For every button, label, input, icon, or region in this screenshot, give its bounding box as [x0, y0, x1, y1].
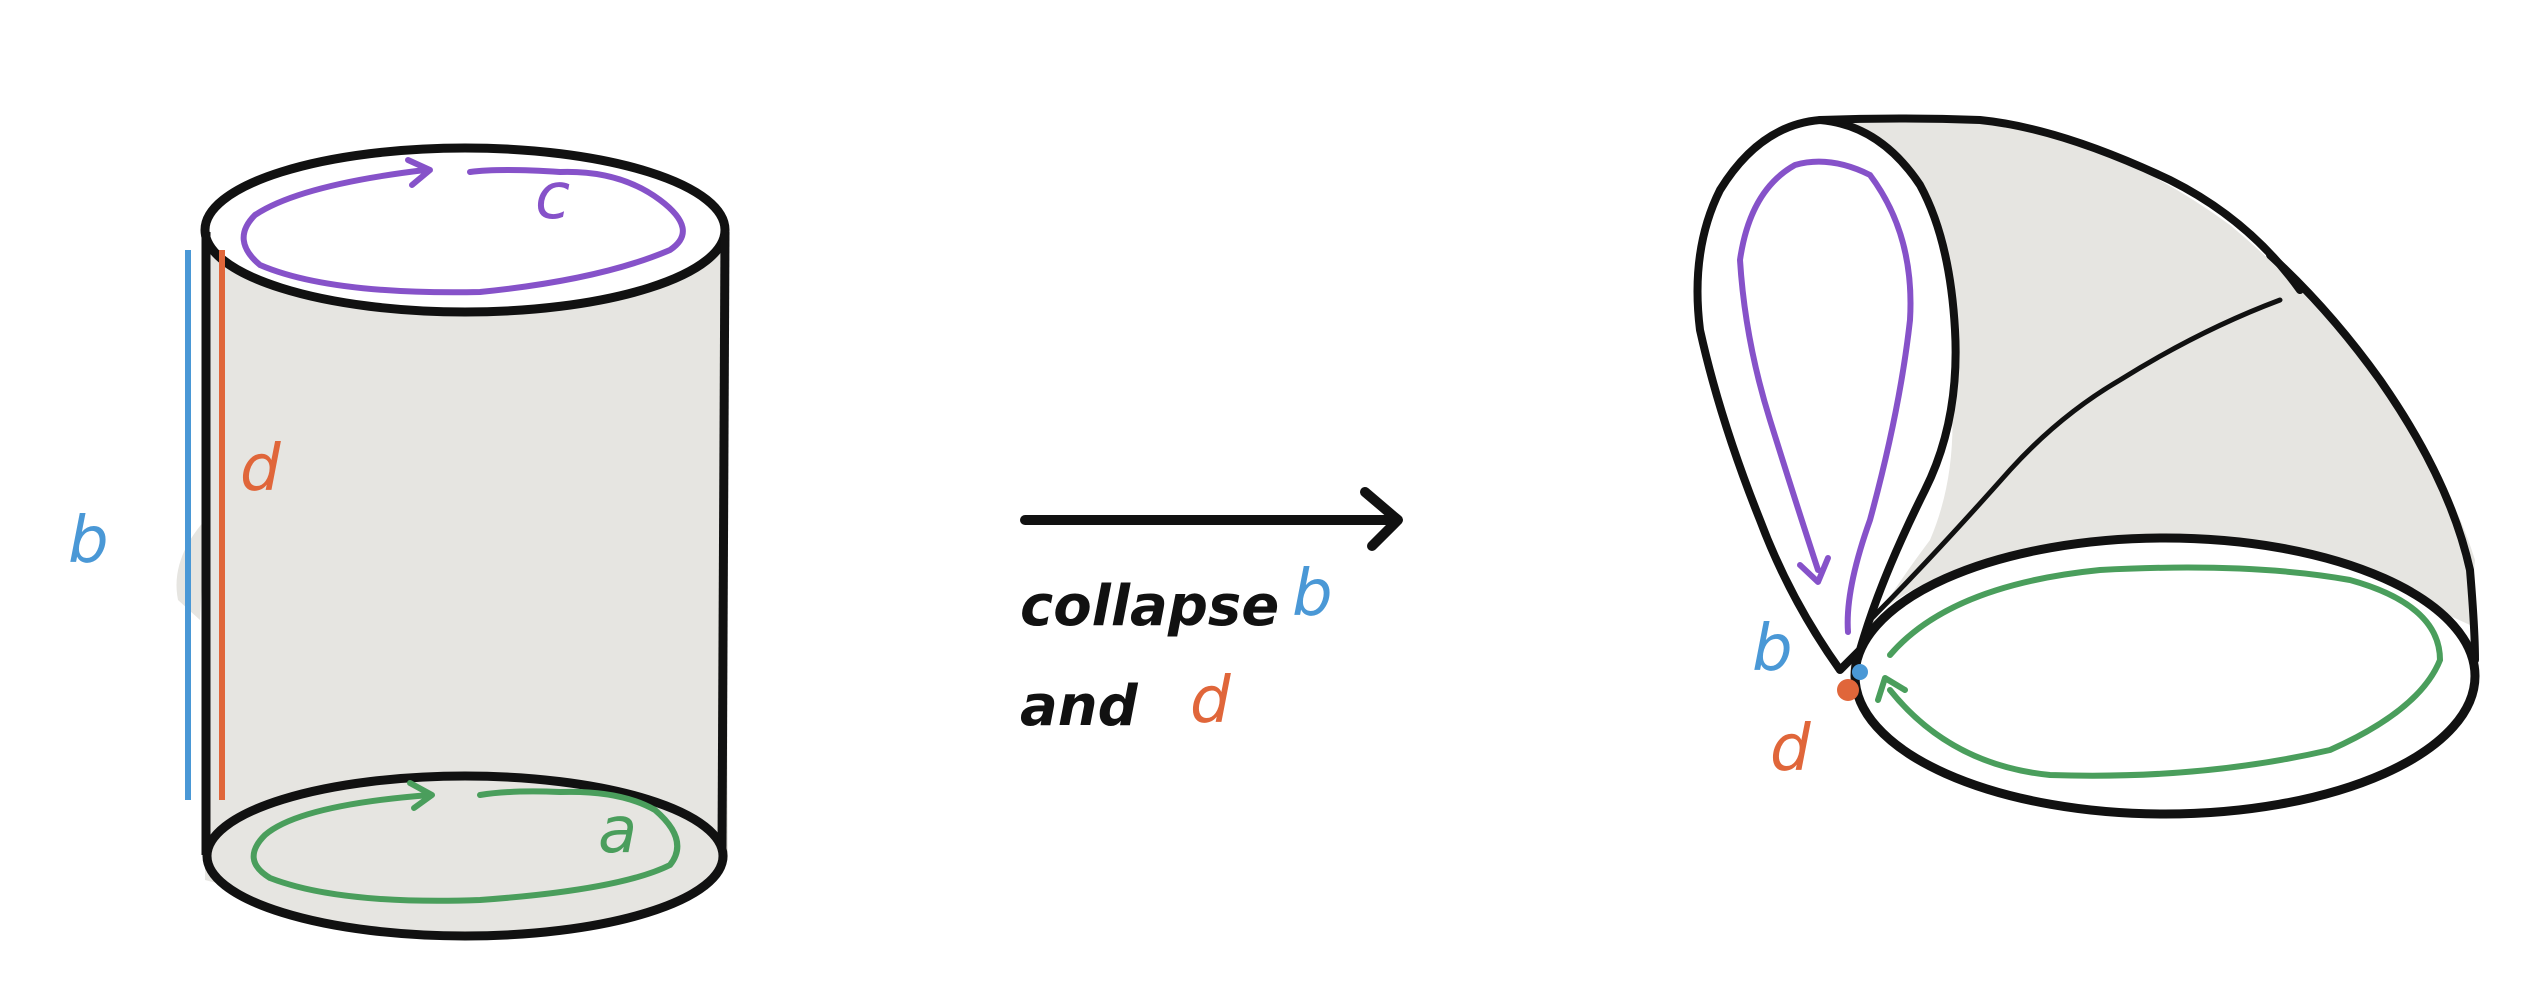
- surface-loop-a-arrowhead: [1875, 675, 1908, 703]
- caption-line2-var: d: [1190, 664, 1231, 738]
- loop-a-arrowhead: [407, 780, 435, 811]
- loop-c-path: [240, 167, 686, 296]
- caption-line1-var: b: [1292, 557, 1333, 631]
- surface-loop-a: [1887, 564, 2444, 779]
- caption: collapse b and d: [1020, 557, 1333, 739]
- cylinder-figure: c a b d: [68, 143, 730, 941]
- surface-label-b: b: [1752, 612, 1793, 686]
- cylinder-right-side: [717, 231, 730, 851]
- surface-loop-c: [1736, 158, 1914, 635]
- arrow-head: [1360, 487, 1403, 551]
- collapsed-point-b: [1852, 664, 1868, 680]
- surface-seam: [1867, 297, 2283, 623]
- loop-c-arrowhead: [405, 157, 433, 188]
- label-c: c: [535, 160, 570, 234]
- label-b: b: [68, 504, 109, 578]
- surface-label-d: d: [1770, 712, 1811, 786]
- collapsed-surface-figure: b d: [1693, 114, 2480, 819]
- collapsed-point-d: [1837, 679, 1859, 701]
- label-d: d: [240, 432, 281, 506]
- surface-shading: [1825, 118, 2475, 670]
- surface-loop-c-arrowhead: [1797, 555, 1831, 585]
- label-a: a: [598, 794, 637, 868]
- collapse-arrow: [1020, 487, 1403, 551]
- caption-line2: and: [1020, 674, 1139, 739]
- caption-line1: collapse: [1020, 574, 1279, 639]
- cylinder-shading: [205, 230, 728, 914]
- cylinder-top-rim: [200, 143, 730, 317]
- loop-a-path: [250, 788, 681, 904]
- surface-top-edge: [1816, 114, 2304, 294]
- surface-right-edge: [2266, 251, 2479, 664]
